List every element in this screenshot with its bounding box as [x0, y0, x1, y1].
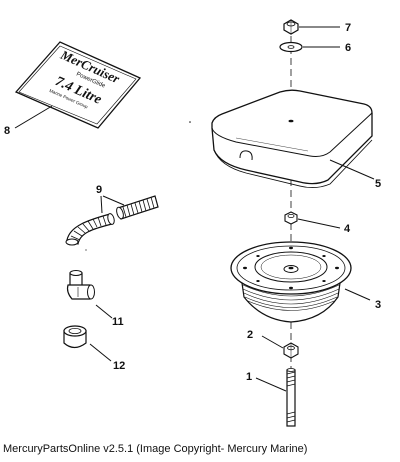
part-12-cap[interactable] — [63, 325, 87, 349]
callout-2[interactable]: 2 — [247, 329, 253, 341]
callout-7[interactable]: 7 — [345, 22, 351, 34]
callout-5[interactable]: 5 — [375, 178, 381, 190]
callout-1[interactable]: 1 — [246, 371, 252, 383]
part-8-decal[interactable]: MerCruiser PowerGlide 7.4 Litre Marine P… — [14, 41, 142, 129]
callout-3[interactable]: 3 — [375, 299, 381, 311]
callout-11[interactable]: 11 — [112, 316, 124, 328]
part-2-nut[interactable] — [283, 342, 299, 359]
part-4-nut[interactable] — [284, 211, 298, 225]
leader-line-3 — [344, 288, 371, 301]
scan-speck — [85, 249, 87, 251]
image-copyright-caption: MercuryPartsOnline v2.5.1 (Image Copyrig… — [3, 443, 308, 455]
scan-speck — [189, 121, 191, 123]
part-11-elbow-fitting[interactable] — [66, 270, 95, 300]
leader-line-5 — [329, 159, 375, 180]
callout-6[interactable]: 6 — [345, 42, 351, 54]
leader-line-4 — [297, 218, 341, 229]
callout-12[interactable]: 12 — [113, 360, 125, 372]
leader-line-9b — [102, 195, 125, 206]
part-3-flame-arrestor[interactable] — [230, 241, 352, 323]
exploded-parts-diagram: MerCruiser PowerGlide 7.4 Litre Marine P… — [4, 19, 381, 427]
leader-line-1 — [255, 377, 287, 392]
leader-line-9a — [100, 195, 103, 214]
leader-line-2 — [261, 335, 284, 349]
callout-8[interactable]: 8 — [4, 125, 10, 137]
part-7-nut[interactable] — [283, 19, 299, 35]
part-1-stud[interactable] — [286, 368, 296, 427]
part-6-washer[interactable] — [279, 41, 303, 53]
part-5-cover[interactable] — [211, 89, 373, 189]
part-9-hoses[interactable] — [65, 195, 159, 246]
callout-9[interactable]: 9 — [96, 184, 102, 196]
leader-line-8 — [14, 105, 53, 129]
leader-line-12 — [89, 343, 112, 362]
leader-line-11 — [95, 304, 113, 319]
callout-4[interactable]: 4 — [344, 223, 351, 235]
